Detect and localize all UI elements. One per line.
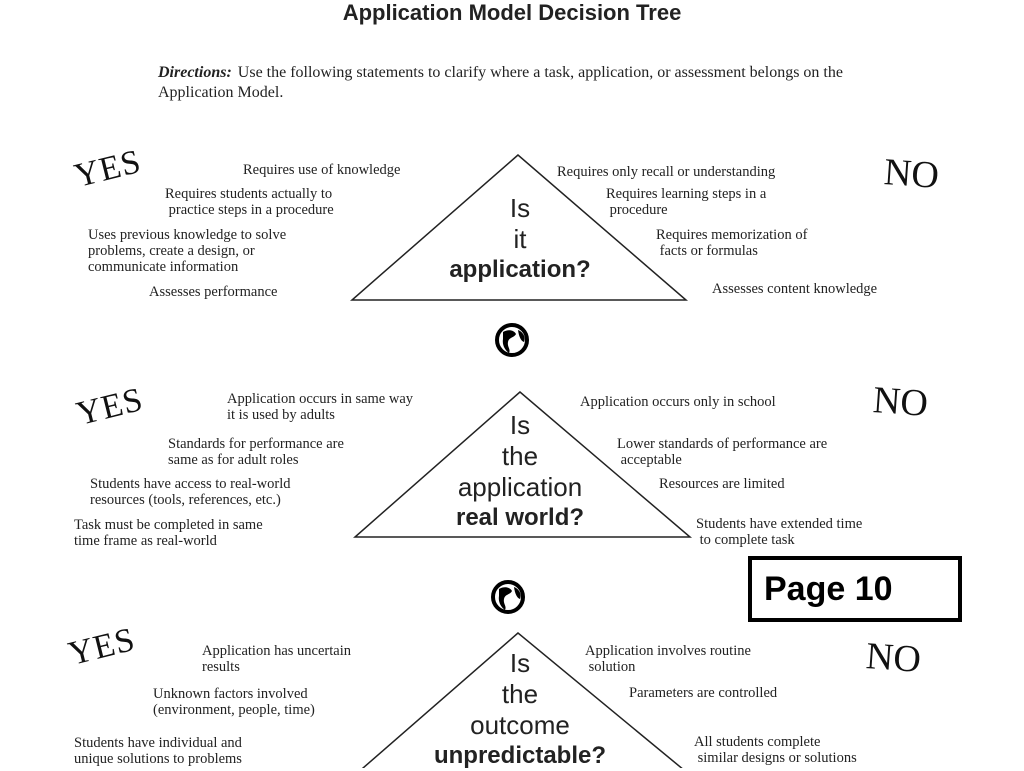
no-item: Application occurs only in school [580,394,776,410]
yes-item: Students have access to real-world resou… [90,476,291,508]
question-word: the [501,441,539,471]
page-number-box: Page 10 [748,556,962,622]
question-application: Is it application? [400,193,640,285]
no-item: Requires learning steps in a procedure [606,186,767,218]
question-unpredictable: Is the outcome unpredictable? [380,648,660,771]
no-item: Assesses content knowledge [712,281,878,297]
yes-item: Uses previous knowledge to solve problem… [88,227,287,275]
question-emphasis: unpredictable? [433,742,607,769]
no-item: Lower standards of performance are accep… [617,436,828,468]
triangle-application [350,154,689,301]
triangle-real-world [353,391,693,538]
yes-item: Requires students actually to practice s… [165,186,334,218]
question-word: Is [509,410,531,440]
yes-item: Assesses performance [149,284,278,300]
question-word: application [457,472,583,502]
no-item: Requires memorization of facts or formul… [656,227,808,259]
question-word: it [513,224,527,254]
no-item: Resources are limited [659,476,785,492]
yes-item: Application occurs in same way it is use… [227,391,414,423]
triangle-unpredictable [361,632,683,768]
question-word: Is [509,648,531,678]
yes-item: Students have individual and unique solu… [74,735,242,767]
globe-icon [495,323,529,357]
globe-icon [491,580,525,614]
yes-item: Standards for performance are same as fo… [168,436,344,468]
question-emphasis: real world? [455,504,585,531]
question-emphasis: application? [449,256,591,283]
no-item: Requires only recall or understanding [557,164,776,180]
no-label-3: NO [864,635,923,681]
question-word: Is [509,193,531,223]
directions-text: Use the following statements to clarify … [158,64,843,101]
yes-item: Application has uncertain results [202,643,351,675]
page-number-label: Page 10 [764,570,893,608]
yes-item: Task must be completed in same time fram… [74,517,263,549]
yes-item: Requires use of knowledge [243,162,401,178]
yes-item: Unknown factors involved (environment, p… [153,686,315,718]
no-item: Students have extended time to complete … [696,516,863,548]
no-label-2: NO [871,379,930,425]
no-item: All students complete similar designs or… [694,734,857,766]
question-word: outcome [470,710,570,740]
no-label-1: NO [882,151,941,197]
no-item: Parameters are controlled [629,685,778,701]
question-real-world: Is the application real world? [400,410,640,533]
directions: Directions:Use the following statements … [158,63,918,103]
page-title: Application Model Decision Tree [342,0,682,25]
no-item: Application involves routine solution [585,643,751,675]
question-word: the [501,679,539,709]
directions-label: Directions: [158,64,232,81]
